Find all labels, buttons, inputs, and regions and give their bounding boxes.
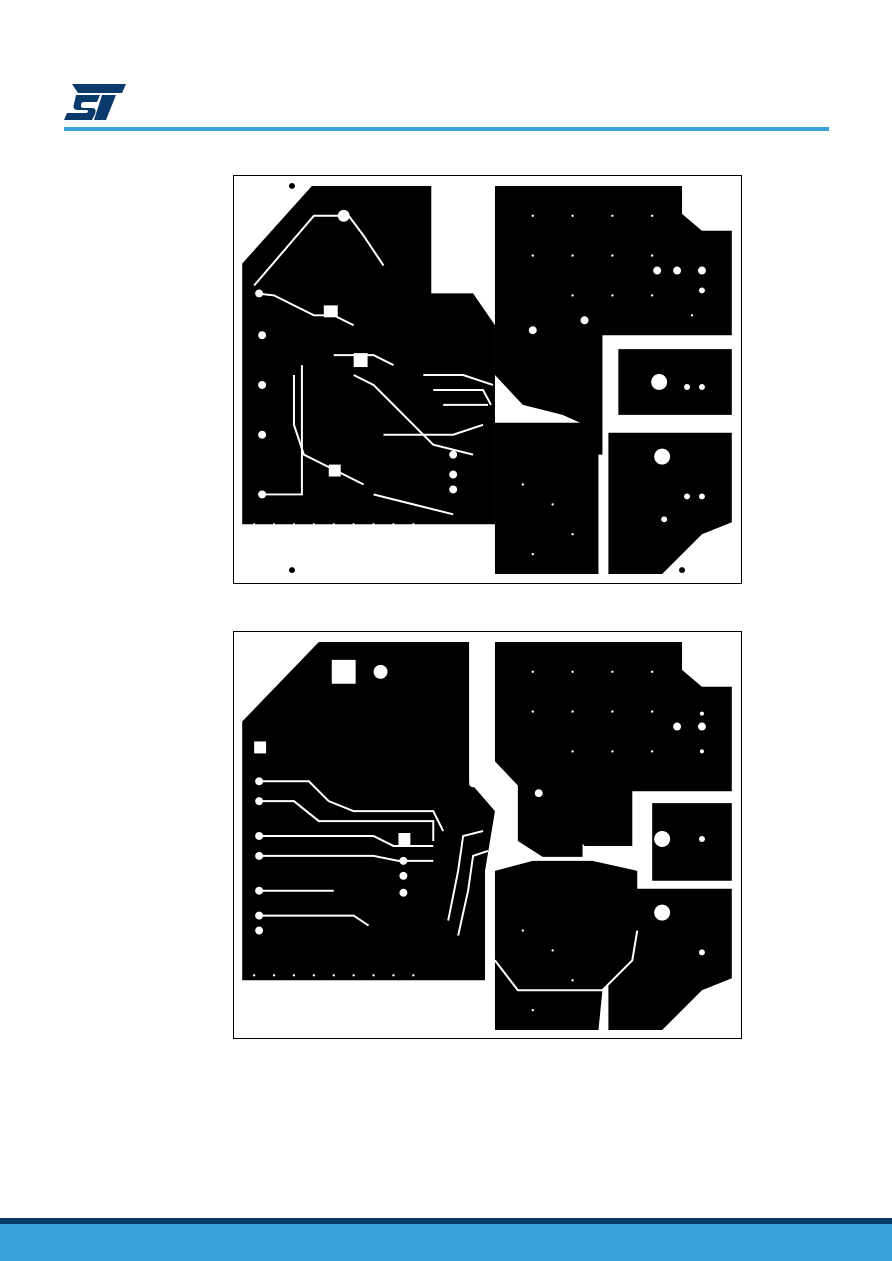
pcb-bottom-artwork <box>242 641 732 1031</box>
pcb-top-layer <box>233 175 742 584</box>
st-logo-icon <box>64 84 126 120</box>
footer-band <box>0 1224 892 1261</box>
footer-band-dark <box>0 1218 892 1224</box>
pcb-top-artwork <box>242 182 732 575</box>
header-rule <box>64 127 829 131</box>
pcb-bottom-layer <box>233 631 742 1039</box>
